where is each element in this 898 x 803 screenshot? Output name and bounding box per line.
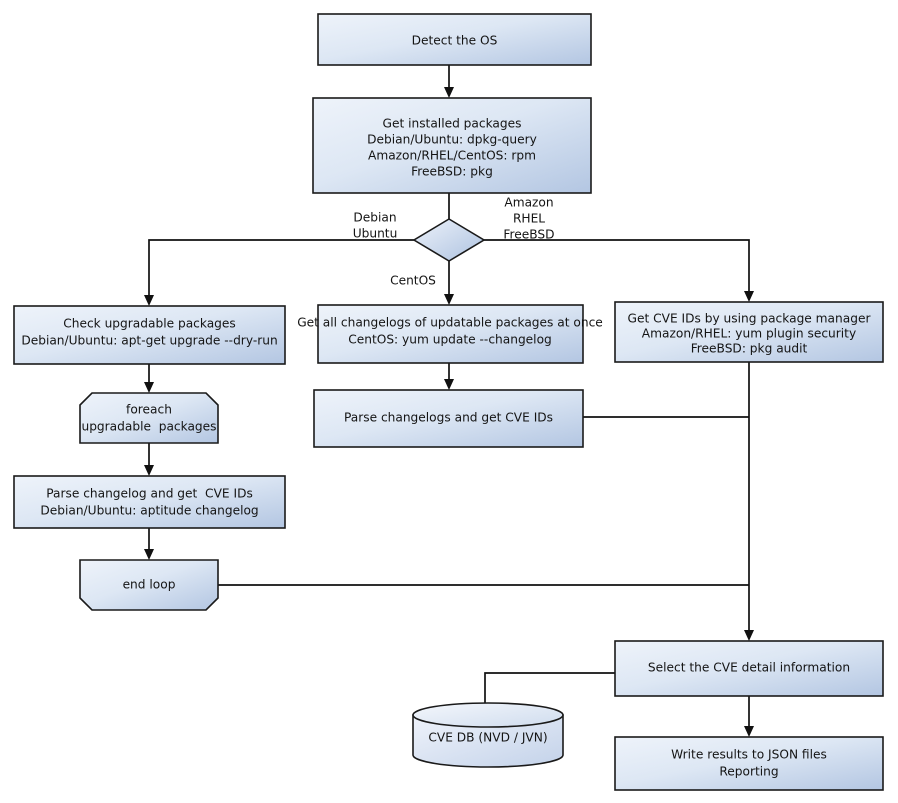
os-decision-shape	[412, 218, 486, 262]
get-cve-ids-line-2: Amazon/RHEL: yum plugin security	[642, 327, 856, 341]
edge-decision-to-get-cve-ids	[484, 239, 754, 302]
branch-debian-label: Debian	[353, 211, 396, 225]
node-get-all-changelogs[interactable]: Get all changelogs of updatable packages…	[297, 304, 603, 364]
select-cve-detail-label: Select the CVE detail information	[648, 661, 850, 675]
edge-get-cve-ids-to-select-cve	[744, 362, 754, 641]
select-cve-detail-shape	[614, 640, 884, 697]
cve-db-cylinder-top	[412, 702, 564, 728]
edge-foreach-to-parse-changelog	[144, 443, 154, 476]
end-loop-label: end loop	[123, 578, 176, 592]
branch-amazon-label: Amazon	[504, 196, 553, 210]
write-results-json-shape	[614, 736, 884, 791]
get-installed-packages-line-1: Get installed packages	[383, 117, 522, 131]
edge-layer	[144, 65, 754, 737]
node-parse-changelog-cve-ids[interactable]: Parse changelog and get CVE IDs Debian/U…	[13, 475, 286, 529]
parse-changelogs-cve-ids-shape	[313, 389, 584, 448]
branch-ubuntu-label: Ubuntu	[353, 227, 398, 241]
node-check-upgradable-packages[interactable]: Check upgradable packages Debian/Ubuntu:…	[13, 305, 286, 365]
write-results-json-line-2: Reporting	[719, 765, 778, 779]
check-upgradable-packages-shape	[13, 305, 286, 365]
get-installed-packages-line-4: FreeBSD: pkg	[411, 165, 493, 179]
edge-label-branch-amazon-rhel-freebsd: Amazon RHEL FreeBSD	[503, 196, 554, 242]
node-os-decision[interactable]	[412, 218, 486, 262]
edge-select-cve-to-write-results	[744, 696, 754, 737]
parse-changelogs-cve-ids-label: Parse changelogs and get CVE IDs	[344, 411, 553, 425]
branch-rhel-label: RHEL	[513, 212, 545, 226]
branch-freebsd-label: FreeBSD	[503, 228, 554, 242]
end-loop-shape	[79, 559, 219, 611]
node-get-cve-ids-pkg-manager[interactable]: Get CVE IDs by using package manager Ama…	[614, 301, 884, 363]
get-installed-packages-line-3: Amazon/RHEL/CentOS: rpm	[368, 149, 536, 163]
node-cve-db[interactable]: CVE DB (NVD / JVN)	[412, 702, 564, 768]
detect-os-label: Detect the OS	[412, 34, 498, 48]
get-cve-ids-line-3: FreeBSD: pkg audit	[691, 342, 808, 356]
write-results-json-line-1: Write results to JSON files	[671, 748, 827, 762]
parse-changelog-cve-ids-line-2: Debian/Ubuntu: aptitude changelog	[40, 504, 258, 518]
node-select-cve-detail[interactable]: Select the CVE detail information	[614, 640, 884, 697]
parse-changelog-cve-ids-shape	[13, 475, 286, 529]
get-all-changelogs-line-2: CentOS: yum update --changelog	[348, 333, 552, 347]
edge-label-branch-debian-ubuntu: Debian Ubuntu	[353, 211, 398, 241]
get-cve-ids-line-1: Get CVE IDs by using package manager	[628, 312, 872, 326]
edge-label-branch-centos: CentOS	[390, 274, 436, 288]
edge-get-all-changelogs-to-parse	[444, 363, 454, 390]
check-upgradable-packages-line-2: Debian/Ubuntu: apt-get upgrade --dry-run	[21, 334, 277, 348]
node-parse-changelogs-cve-ids[interactable]: Parse changelogs and get CVE IDs	[313, 389, 584, 448]
edge-select-cve-to-cve-db	[484, 672, 615, 707]
edge-detect-os-to-get-installed	[444, 65, 454, 98]
foreach-label-line-2: upgradable packages	[81, 420, 216, 434]
node-foreach-upgradable-packages[interactable]: foreach upgradable packages	[79, 392, 219, 444]
node-write-results-json[interactable]: Write results to JSON files Reporting	[614, 736, 884, 791]
branch-centos-label: CentOS	[390, 274, 436, 288]
check-upgradable-packages-line-1: Check upgradable packages	[63, 317, 236, 331]
edge-decision-to-get-all-changelogs	[444, 261, 454, 305]
node-detect-os[interactable]: Detect the OS	[317, 13, 592, 66]
cve-db-label: CVE DB (NVD / JVN)	[428, 731, 547, 745]
cve-db-cylinder-body	[412, 714, 564, 768]
detect-os-shape	[317, 13, 592, 66]
parse-changelog-cve-ids-line-1: Parse changelog and get CVE IDs	[46, 487, 253, 501]
edge-parse-changelog-to-end-loop	[144, 528, 154, 560]
node-get-installed-packages[interactable]: Get installed packages Debian/Ubuntu: dp…	[312, 97, 592, 194]
node-end-loop[interactable]: end loop	[79, 559, 219, 611]
get-installed-packages-line-2: Debian/Ubuntu: dpkg-query	[367, 133, 537, 147]
foreach-label-line-1: foreach	[126, 403, 172, 417]
edge-check-upgradable-to-foreach	[144, 364, 154, 393]
edge-decision-to-check-upgradable	[144, 239, 414, 306]
foreach-upgradable-packages-shape	[79, 392, 219, 444]
get-cve-ids-pkg-manager-shape	[614, 301, 884, 363]
get-installed-packages-shape	[312, 97, 592, 194]
get-all-changelogs-line-1: Get all changelogs of updatable packages…	[297, 316, 603, 330]
get-all-changelogs-shape	[317, 304, 584, 364]
